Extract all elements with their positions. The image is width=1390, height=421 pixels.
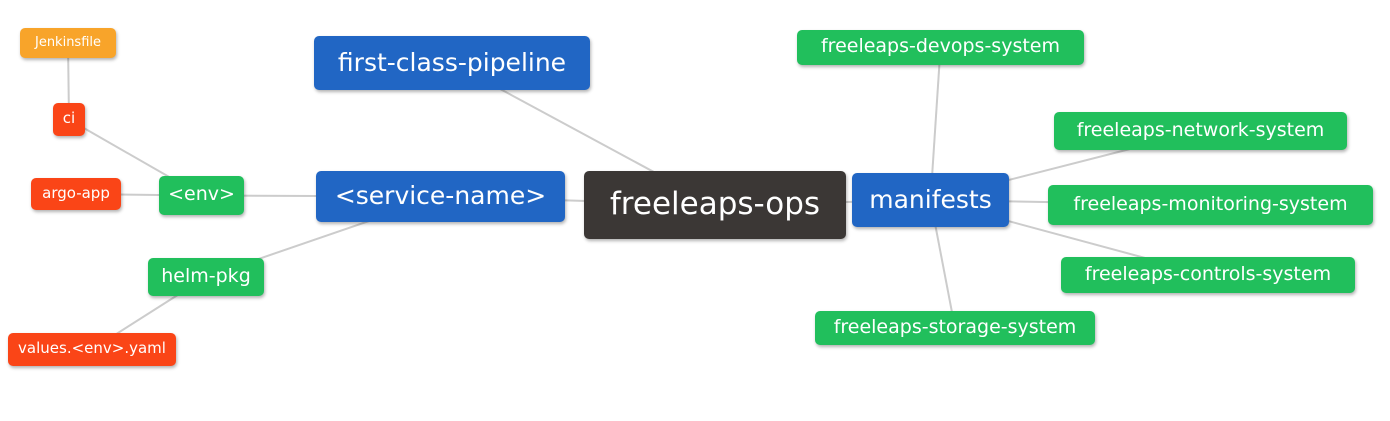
node-label: Jenkinsfile — [34, 34, 102, 50]
node-label: manifests — [869, 184, 992, 214]
node-storage-system[interactable]: freeleaps-storage-system — [815, 311, 1095, 345]
node-freeleaps-ops[interactable]: freeleaps-ops — [584, 171, 846, 239]
node-monitoring-system[interactable]: freeleaps-monitoring-system — [1048, 185, 1373, 225]
node-label: <env> — [168, 183, 235, 205]
node-label: freeleaps-monitoring-system — [1073, 192, 1348, 215]
node-label: <service-name> — [334, 181, 547, 210]
node-argo-app[interactable]: argo-app — [31, 178, 121, 210]
node-ci[interactable]: ci — [53, 103, 85, 136]
node-label: ci — [62, 109, 76, 127]
node-jenkinsfile[interactable]: Jenkinsfile — [20, 28, 116, 58]
node-helm-pkg[interactable]: helm-pkg — [148, 258, 264, 296]
node-network-system[interactable]: freeleaps-network-system — [1054, 112, 1347, 150]
node-label: argo-app — [42, 183, 110, 202]
node-controls-system[interactable]: freeleaps-controls-system — [1061, 257, 1355, 293]
node-manifests[interactable]: manifests — [852, 173, 1009, 227]
node-devops-system[interactable]: freeleaps-devops-system — [797, 30, 1084, 65]
node-label: helm-pkg — [161, 264, 251, 287]
node-label: freeleaps-controls-system — [1084, 262, 1332, 285]
node-env[interactable]: <env> — [159, 176, 244, 215]
node-service-name[interactable]: <service-name> — [316, 171, 565, 222]
node-label: freeleaps-ops — [609, 185, 821, 222]
node-label: freeleaps-storage-system — [833, 315, 1077, 338]
node-label: values.<env>.yaml — [18, 339, 166, 357]
node-label: first-class-pipeline — [337, 47, 567, 77]
node-label: freeleaps-network-system — [1076, 118, 1325, 141]
node-label: freeleaps-devops-system — [820, 35, 1060, 57]
node-values-env-yaml[interactable]: values.<env>.yaml — [8, 333, 176, 366]
node-first-class-pipeline[interactable]: first-class-pipeline — [314, 36, 590, 90]
